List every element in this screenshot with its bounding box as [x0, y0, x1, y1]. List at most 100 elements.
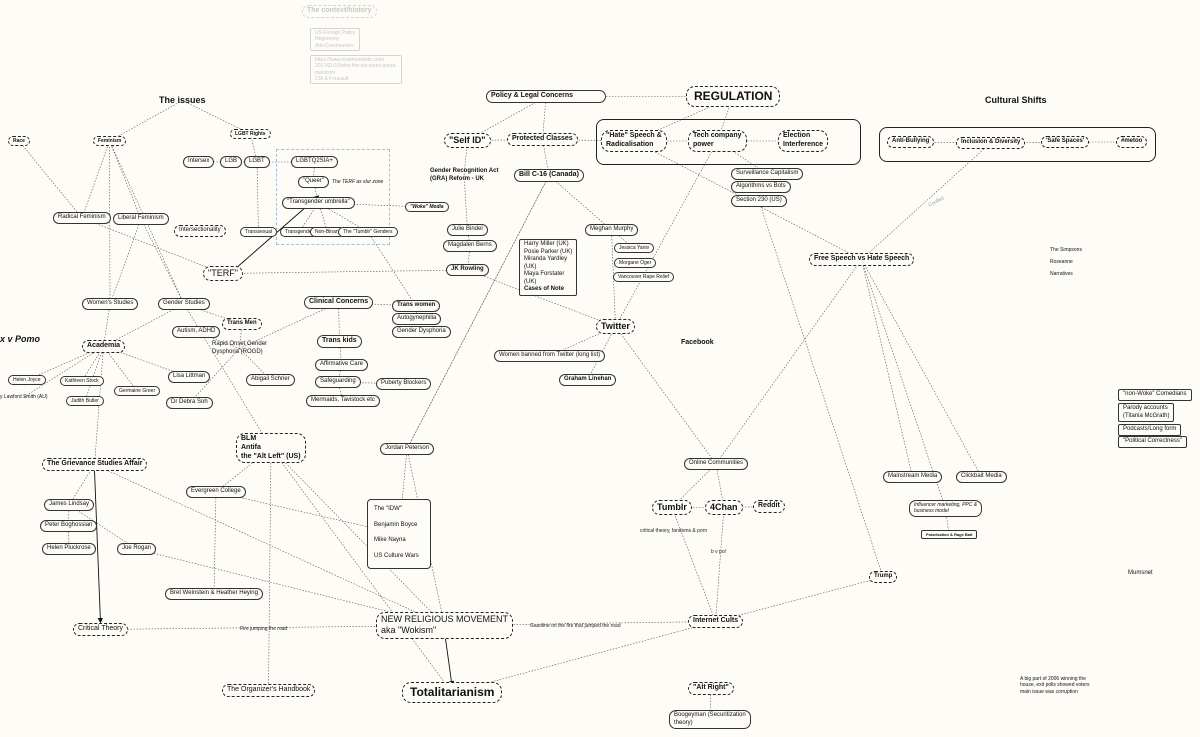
autogynephilia-node[interactable]: Autogynephilia — [392, 313, 442, 325]
facebook-node[interactable]: Facebook — [681, 339, 714, 346]
podcasts-node[interactable]: Podcasts/Long form — [1118, 424, 1182, 436]
tech-power-node[interactable]: Tech company power — [688, 130, 747, 152]
context-link-node[interactable]: https://www.trustmerelistn.com/ 2017/01/… — [310, 55, 402, 84]
rogd-node[interactable]: Rapid Onset Gender Dysphoria (ROGD) — [212, 341, 267, 356]
bill-c16-node[interactable]: Bill C-16 (Canada) — [514, 169, 584, 182]
regulation-node[interactable]: REGULATION — [686, 86, 781, 107]
trans-men-node[interactable]: Trans Men — [222, 318, 262, 330]
meghan-murphy-node[interactable]: Meghan Murphy — [585, 224, 639, 236]
clinical-concerns-node[interactable]: Clinical Concerns — [304, 296, 374, 309]
blm-antifa-node[interactable]: BLM Antifa the "Alt Left" (US) — [236, 433, 306, 464]
context-history-node[interactable]: The context/history — [302, 5, 377, 18]
hate-speech-node[interactable]: "Hate" Speech & Radicalisation — [601, 130, 667, 152]
vancouver-rape-relief-node[interactable]: Vancouver Rape Relief — [613, 272, 675, 283]
new-religious-movement-node[interactable]: NEW RELIGIOUS MOVEMENT aka "Wokism" — [376, 612, 514, 639]
helen-pluckrose-node[interactable]: Helen Pluckrose — [42, 543, 96, 555]
transgender-umbrella-node[interactable]: "Transgender umbrella" — [282, 197, 355, 209]
anti-bullying-node[interactable]: Anti-Bullying — [887, 136, 935, 148]
trump-node[interactable]: Trump — [869, 571, 898, 583]
polarisation-node[interactable]: Polarisation & Rage Bait — [921, 530, 978, 539]
graham-linehan-node[interactable]: Graham Linehan — [559, 374, 617, 386]
radical-feminism-node[interactable]: Radical Feminism — [53, 212, 111, 224]
internet-cults-node[interactable]: Internet Cults — [688, 615, 744, 628]
policy-legal-node[interactable]: Policy & Legal Concerns — [486, 90, 606, 103]
tumblr-node[interactable]: Tumblr — [652, 500, 692, 516]
transsexual-node[interactable]: Transsexual — [240, 227, 278, 238]
peter-boghossian-node[interactable]: Peter Boghossian — [40, 520, 98, 532]
womens-studies-node[interactable]: Women's Studies — [82, 298, 139, 310]
x-v-pomo-label[interactable]: x v Pomo — [0, 334, 41, 344]
inclusion-diversity-node[interactable]: Inclusion & Diversity — [956, 137, 1026, 149]
women-banned-node[interactable]: Women banned from Twitter (long list) — [494, 350, 606, 362]
election-interference-node[interactable]: Election Interference — [778, 130, 829, 152]
boogeyman-node[interactable]: Boogeyman (Securitization theory) — [669, 710, 751, 729]
feminism-node[interactable]: Feminism — [93, 136, 127, 147]
4chan-node[interactable]: 4Chan — [705, 500, 743, 516]
influencer-node[interactable]: Influencer marketing, PPC & business mod… — [909, 500, 983, 517]
helen-joyce-node[interactable]: Helen Joyce — [8, 375, 46, 386]
algorithms-bots-node[interactable]: Algorithms vs Bots — [731, 181, 791, 193]
cultural-shifts-heading[interactable]: Cultural Shifts — [985, 95, 1047, 105]
gra-reform-node[interactable]: Gender Recognition Act (GRA) Reform - UK — [430, 168, 498, 183]
lawford-smith-node[interactable]: y Lawford Smith (AU) — [0, 394, 48, 400]
autism-adhd-node[interactable]: Autism, ADHD — [172, 326, 221, 338]
germaine-greer-node[interactable]: Germaine Greer — [114, 386, 161, 397]
queer-node[interactable]: "Queer" — [298, 176, 329, 188]
tumblr-genders-node[interactable]: The "Tumblr" Genders — [338, 227, 398, 238]
academia-node[interactable]: Academia — [82, 340, 126, 353]
protected-classes-node[interactable]: Protected Classes — [507, 133, 578, 146]
free-vs-hate-speech-node[interactable]: Free Speech vs Hate Speech — [809, 253, 915, 266]
surveillance-capitalism-node[interactable]: Surveillance Capitalism — [731, 168, 804, 180]
race-node[interactable]: Race — [8, 136, 30, 147]
terf-node[interactable]: "TERF" — [203, 266, 243, 282]
lgb-node[interactable]: LGB — [220, 156, 243, 168]
totalitarianism-node[interactable]: Totalitarianism — [402, 682, 503, 703]
lisa-littman-node[interactable]: Lisa Littman — [168, 371, 211, 383]
twitter-node[interactable]: Twitter — [596, 319, 635, 335]
debra-soh-node[interactable]: Dr Debra Soh — [166, 397, 213, 409]
mermaids-tavistock-node[interactable]: Mermaids, Tavistock etc — [306, 395, 380, 407]
link-text[interactable]: 2017/01/19/why-the-cia-cares-about- — [315, 63, 397, 70]
gender-studies-node[interactable]: Gender Studies — [158, 298, 210, 310]
lgbtq2sia-node[interactable]: LGBTQ2SIA+ — [291, 156, 338, 168]
jk-rowling-node[interactable]: JK Rowling — [446, 264, 489, 276]
joe-rogan-node[interactable]: Joe Rogan — [117, 543, 157, 555]
parody-accounts-node[interactable]: Parody accounts (Titania McGrath) — [1118, 403, 1175, 422]
self-id-node[interactable]: "Self ID" — [444, 133, 491, 149]
clickbait-media-node[interactable]: Clickbait Media — [956, 471, 1007, 483]
mainstream-media-node[interactable]: Mainstream Media — [883, 471, 943, 483]
alt-right-node[interactable]: "Alt Right" — [688, 682, 734, 695]
lgbt-node[interactable]: LGBT — [244, 156, 270, 168]
gender-dysphoria-node[interactable]: Gender Dysphoria — [392, 326, 451, 338]
intersectionality-node[interactable]: Intersectionality — [174, 225, 226, 237]
link-text[interactable]: marxism/ — [315, 69, 336, 76]
reddit-node[interactable]: Reddit — [753, 500, 785, 513]
trans-kids-node[interactable]: Trans kids — [317, 335, 362, 348]
online-communities-node[interactable]: Online Communities — [684, 458, 749, 470]
context-list-node[interactable]: US Foreign Policy Hegemony Anti-Communis… — [310, 28, 361, 51]
kathleen-stock-node[interactable]: Kathleen Stock — [60, 376, 104, 387]
bret-weinstein-node[interactable]: Bret Weinstein & Heather Heying — [165, 588, 263, 600]
cases-of-note-node[interactable]: Harry Miller (UK) Posie Parker (UK) Mira… — [519, 239, 578, 296]
jordan-peterson-node[interactable]: Jordan Peterson — [380, 443, 435, 455]
critical-theory-node[interactable]: Critical Theory — [73, 623, 128, 636]
morgane-oger-node[interactable]: Morgane Oger — [614, 258, 657, 269]
link-text[interactable]: CIA & Foucault — [315, 75, 349, 82]
organizers-handbook-node[interactable]: The Organizer's Handbook — [222, 684, 316, 697]
james-lindsay-node[interactable]: James Lindsay — [44, 499, 95, 511]
link-text[interactable]: https://www.trustmerelistn.com/ — [315, 57, 385, 63]
lgbt-rights-node[interactable]: LGBT Rights — [230, 129, 271, 140]
the-issues-heading[interactable]: The issues — [159, 95, 206, 105]
julie-bindel-node[interactable]: Julie Bindel — [447, 224, 488, 236]
judith-butler-node[interactable]: Judith Butler — [66, 396, 104, 407]
idw-node[interactable]: The "IDW" Benjamin Boyce Mike Nayna US C… — [367, 499, 431, 569]
woke-media-node[interactable]: "Woke" Media — [405, 202, 449, 213]
metoo-node[interactable]: #metoo — [1116, 136, 1148, 148]
safeguarding-node[interactable]: Safeguarding — [315, 376, 361, 388]
intersex-node[interactable]: Intersex — [183, 156, 215, 168]
evergreen-college-node[interactable]: Evergreen College — [186, 486, 246, 498]
magdalen-berns-node[interactable]: Magdalen Berns — [443, 240, 497, 252]
non-woke-comedians-node[interactable]: "non-Woke" Comedians — [1118, 389, 1192, 401]
safe-spaces-node[interactable]: 'Safe Spaces' — [1041, 136, 1090, 148]
abigail-shrier-node[interactable]: Abigail Schrier — [246, 374, 295, 386]
